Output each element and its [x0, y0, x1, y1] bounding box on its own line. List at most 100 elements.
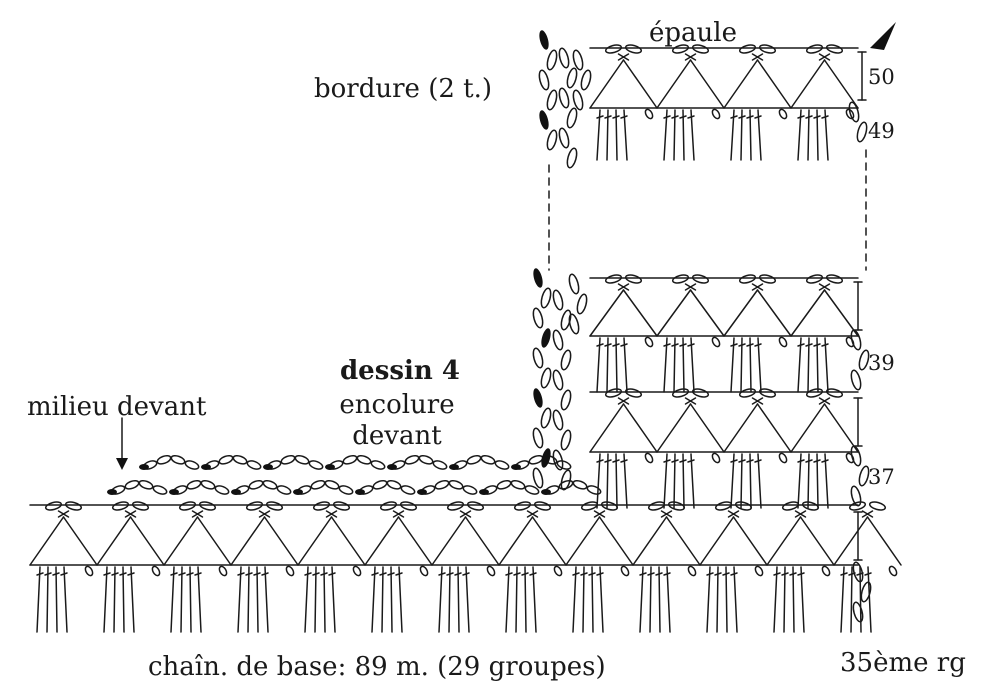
treble-bar: [797, 115, 805, 119]
single-crochet-x: [325, 510, 338, 518]
treble-stitch: [757, 453, 762, 509]
treble-bar: [840, 572, 848, 576]
chain-stitch: [758, 274, 777, 284]
chain-stitch: [312, 501, 331, 511]
chain-stitch: [711, 452, 721, 464]
fan-stitch: [656, 289, 692, 337]
treble-bar: [454, 572, 462, 576]
fan-stitch: [756, 59, 792, 109]
chain-stitch: [714, 501, 733, 511]
treble-stitch: [615, 453, 618, 509]
edge-chain-stitch: [850, 329, 862, 351]
treble-bar: [679, 343, 687, 347]
treble-stitch: [690, 109, 695, 161]
treble-stitch: [247, 566, 250, 633]
neckline-chain-stitch: [372, 479, 388, 490]
border-chain-stitch: [552, 329, 564, 351]
treble-stitch: [816, 453, 819, 509]
border-chain-stitch: [541, 328, 551, 348]
neckline-chain-stitch: [248, 479, 264, 490]
single-crochet-x: [617, 397, 630, 405]
treble-bar: [261, 572, 269, 576]
chain-stitch: [671, 274, 690, 284]
treble-stitch: [682, 337, 685, 393]
fan-stitch: [723, 289, 759, 337]
treble-stitch: [816, 109, 819, 161]
border-chain-stitch: [560, 469, 572, 491]
treble-stitch: [690, 337, 695, 393]
chain-stitch: [620, 565, 630, 577]
treble-stitch: [599, 566, 604, 633]
treble-stitch: [663, 453, 668, 509]
edge-chain-stitch: [852, 601, 864, 623]
fan-stitch: [723, 59, 759, 109]
treble-stitch: [596, 337, 601, 393]
neckline-filled-stitch: [417, 489, 427, 495]
treble-bar: [103, 572, 111, 576]
treble-stitch: [46, 566, 49, 633]
chain-stitch: [647, 501, 666, 511]
shoulder-label: épaule: [649, 18, 737, 48]
treble-stitch: [663, 109, 668, 161]
fan-stitch: [656, 59, 692, 109]
neckline-chain-stitch: [462, 485, 478, 495]
fan-stitch: [297, 516, 333, 566]
treble-bar: [44, 572, 52, 576]
chain-stitch: [466, 501, 485, 511]
treble-bar: [580, 572, 588, 576]
treble-bar: [687, 343, 695, 347]
treble-stitch: [824, 337, 829, 393]
fan-stitch: [756, 289, 792, 337]
treble-bar: [663, 459, 671, 463]
treble-bar: [304, 572, 312, 576]
chain-stitch: [805, 44, 824, 54]
treble-bar: [797, 343, 805, 347]
treble-stitch: [682, 109, 685, 161]
fan-stitch: [589, 289, 625, 337]
treble-bar: [773, 572, 781, 576]
fan-stitch: [790, 59, 826, 109]
neckline-chain-stitch: [338, 485, 354, 495]
edge-chain-stitch: [568, 273, 580, 295]
treble-stitch: [807, 337, 810, 393]
single-crochet-x: [593, 510, 606, 518]
treble-bar: [821, 115, 829, 119]
neckline-filled-stitch: [541, 489, 551, 495]
chain-stitch: [671, 44, 690, 54]
row-number-49: 49: [868, 119, 895, 143]
neckline-chain-stitch: [448, 479, 464, 490]
fan-stitch: [866, 516, 902, 566]
treble-stitch: [639, 566, 644, 633]
fan-stitch: [62, 516, 98, 566]
treble-bar: [328, 572, 336, 576]
single-crochet-x: [751, 283, 764, 291]
chain-stitch: [379, 501, 398, 511]
chain-stitch: [600, 501, 619, 511]
treble-stitch: [673, 453, 676, 509]
neckline-filled-stitch: [479, 489, 489, 495]
treble-bar: [655, 572, 663, 576]
treble-stitch: [505, 566, 510, 633]
treble-bar: [813, 343, 821, 347]
treble-bar: [119, 572, 127, 576]
single-crochet-x: [124, 510, 137, 518]
treble-stitch: [749, 109, 752, 161]
treble-bar: [620, 343, 628, 347]
chain-stitch: [604, 274, 623, 284]
row-number-50: 50: [868, 65, 895, 89]
treble-stitch: [797, 337, 802, 393]
single-crochet-x: [794, 510, 807, 518]
single-crochet-x: [526, 510, 539, 518]
treble-bar: [186, 572, 194, 576]
border-chain-stitch: [546, 129, 558, 151]
border-chain-stitch: [566, 67, 578, 89]
treble-bar: [596, 572, 604, 576]
chain-stitch: [84, 565, 94, 577]
fan-stitch: [431, 516, 467, 566]
treble-stitch: [180, 566, 183, 633]
neckline-chain-stitch: [494, 460, 510, 470]
fan-stitch: [732, 516, 768, 566]
treble-bar: [679, 115, 687, 119]
treble-stitch: [264, 566, 269, 633]
treble-bar: [671, 115, 679, 119]
